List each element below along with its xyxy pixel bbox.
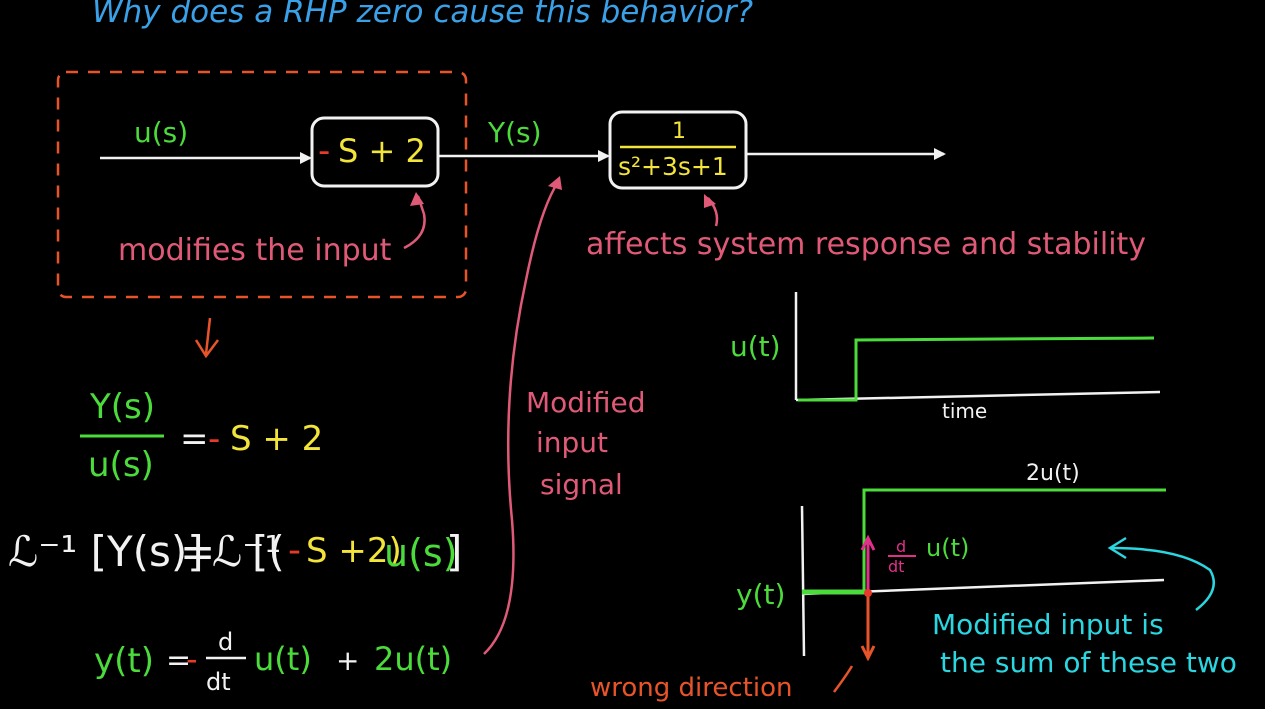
output-arrowhead-icon <box>598 150 610 162</box>
eq2-inner: S +2) <box>306 531 402 571</box>
modified-note-line3: signal <box>540 468 623 501</box>
derivative-label-u: u(t) <box>926 534 969 562</box>
sum-note-arrowhead-icon <box>1107 536 1127 560</box>
title: Why does a RHP zero cause this behavior? <box>92 0 753 30</box>
zero-note: modifies the input <box>118 233 392 268</box>
modified-note-line1: Modified <box>526 386 645 419</box>
eq3-d-den: dt <box>206 668 231 696</box>
eq2-equals: = <box>180 527 215 576</box>
eq3-term2: 2u(t) <box>374 640 452 678</box>
zero-note-arrow <box>403 195 426 250</box>
sum-note-line2: the sum of these two <box>940 646 1237 679</box>
eq1-equals: = <box>180 419 209 459</box>
eq3-lhs: y(t) <box>94 641 154 681</box>
output-label: Y(s) <box>487 116 542 149</box>
plant-output-arrowhead-icon <box>934 148 946 160</box>
zero-block <box>310 116 440 188</box>
input-arrowhead-icon <box>300 152 312 164</box>
derivative-up-arrowhead-icon <box>860 534 876 551</box>
zero-block-text: S + 2 <box>338 132 426 170</box>
eq2-close: ] <box>446 527 462 576</box>
eq3-d-num: d <box>218 628 233 656</box>
zero-note-arrowhead-icon <box>410 192 424 206</box>
top-plot-ylabel: u(t) <box>730 330 781 363</box>
plant-note-arrowhead-icon <box>704 194 716 208</box>
wrong-direction-label: wrong direction <box>590 673 792 703</box>
sum-note-arrow <box>1111 546 1215 611</box>
modified-note-line2: input <box>536 426 608 459</box>
plant-numerator: 1 <box>672 119 686 144</box>
eq3-plus: + <box>336 644 359 677</box>
bottom-plot-ylabel: y(t) <box>736 578 785 611</box>
eq1-denominator: u(s) <box>88 445 154 485</box>
modified-signal-arrow <box>483 181 560 655</box>
eq2-sign: - <box>288 530 301 571</box>
bottom-plot-y-axis <box>800 505 806 657</box>
plant-note: affects system response and stability <box>586 227 1146 262</box>
down-arrowhead-icon <box>194 339 219 359</box>
derivative-label-den: dt <box>888 557 904 576</box>
junction-dot <box>864 589 872 597</box>
eq2-lhs: ℒ⁻¹ [Y(s)] <box>8 527 204 576</box>
eq2-open: [( <box>252 527 285 576</box>
plant-block <box>608 110 748 190</box>
eq2-operator: ℒ⁻¹ <box>212 527 281 576</box>
eq2-u: u(s) <box>384 531 458 575</box>
sum-note-line1: Modified input is <box>932 608 1164 641</box>
zero-block-sign: - <box>318 131 330 171</box>
eq1-rhs: S + 2 <box>230 419 323 459</box>
wrong-direction-pointer <box>832 665 854 693</box>
modified-signal-arrowhead-icon <box>548 176 562 190</box>
input-label: u(s) <box>134 116 188 149</box>
bottom-step-label: 2u(t) <box>1026 461 1080 486</box>
eq3-equals: = <box>166 643 191 678</box>
zero-dashed-box <box>56 70 468 299</box>
eq1-numerator: Y(s) <box>89 387 155 427</box>
down-arrow-line <box>204 317 212 355</box>
wrong-direction-arrowhead-icon <box>860 645 876 662</box>
top-plot-xlabel: time <box>942 399 987 423</box>
plant-denominator: s²+3s+1 <box>618 152 728 181</box>
eq3-sign: - <box>186 640 198 678</box>
bottom-plot-step-line <box>862 488 1166 592</box>
eq1-rhs-sign: - <box>208 419 220 459</box>
derivative-label-num: d <box>896 537 906 556</box>
eq3-term1: u(t) <box>254 640 312 678</box>
top-plot-step-line <box>798 336 1155 402</box>
